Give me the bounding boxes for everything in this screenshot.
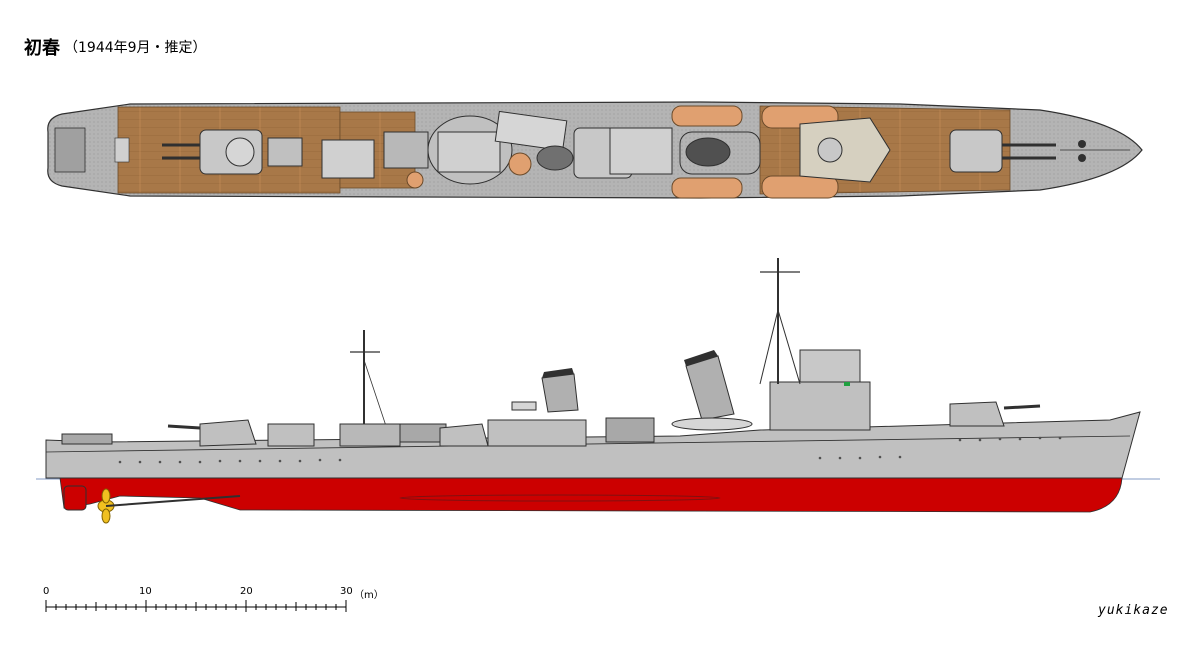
plan-aa-platform <box>321 139 375 179</box>
scale-unit: （m） <box>354 590 384 601</box>
aft-aa-guns <box>61 433 113 445</box>
plan-depth-charge-rack <box>114 137 130 163</box>
plan-mid-boat-reel <box>508 152 532 176</box>
mid-deckhouse <box>487 419 587 447</box>
plan-bridge <box>799 117 891 183</box>
scale-bar <box>45 600 347 612</box>
plan-torpedo-mount-aft <box>383 131 429 169</box>
plan-wood-deck-aft <box>117 106 341 194</box>
fwd-turret-barrel <box>1003 404 1041 410</box>
aa-platform-aft <box>339 423 401 447</box>
fore-funnel <box>685 355 735 421</box>
aft-deckhouse <box>267 423 315 447</box>
plan-view <box>47 101 1143 199</box>
bridge-window <box>844 382 850 386</box>
scale-ticks <box>45 600 347 612</box>
fwd-main-turret <box>949 401 1005 427</box>
plan-aft-funnel <box>536 145 574 171</box>
foremast-strut-2 <box>759 309 779 385</box>
scale-label-0: 0 <box>43 586 50 597</box>
fore-boat <box>671 417 753 431</box>
author-signature: yukikaze <box>1098 603 1169 618</box>
plan-stern-gear <box>54 127 86 173</box>
scale-label-30: 30 <box>340 586 353 597</box>
aft-funnel <box>541 373 579 413</box>
plan-searchlight <box>406 171 424 189</box>
aft-torpedo-mount <box>399 423 447 443</box>
plan-boat-2 <box>671 177 743 199</box>
bridge-base <box>769 381 871 431</box>
ship-subtitle: （1944年9月・推定） <box>64 40 207 56</box>
mainmast-stay <box>363 359 387 427</box>
ship-title: 初春 <box>24 38 60 59</box>
bilge-keel <box>399 494 721 502</box>
plan-aft-turret-base <box>225 137 255 167</box>
propeller-shaft <box>105 495 241 507</box>
aft-main-turret <box>199 419 257 447</box>
plan-funnel-housing <box>679 131 761 175</box>
scale-label-10: 10 <box>139 586 152 597</box>
deck-line <box>45 435 1131 453</box>
portholes <box>118 436 1062 464</box>
plan-anchor-2 <box>1078 154 1086 162</box>
plan-boat-1 <box>671 105 743 127</box>
searchlight-tower <box>511 401 537 411</box>
plan-reload-gear <box>494 110 568 152</box>
fwd-torpedo-mount <box>605 417 655 443</box>
scale-label-20: 20 <box>240 586 253 597</box>
plan-torpedo-tubes <box>437 131 501 173</box>
rudder <box>63 485 87 511</box>
plan-fwd-torpedo-mount <box>609 127 673 175</box>
plan-anchor-1 <box>1078 140 1086 148</box>
mid-turret <box>439 423 489 447</box>
profile-view <box>36 258 1160 524</box>
plan-director <box>817 137 843 163</box>
plan-fwd-turret <box>949 129 1003 173</box>
aft-turret-barrel <box>167 424 201 430</box>
aft-funnel-cap <box>542 368 574 378</box>
plan-boat-4 <box>761 175 839 199</box>
plan-fore-funnel <box>685 137 731 167</box>
plan-aft-structure <box>267 137 303 167</box>
bridge-upper <box>799 349 861 383</box>
fore-funnel-cap <box>684 350 718 366</box>
foremast-strut <box>777 309 801 385</box>
